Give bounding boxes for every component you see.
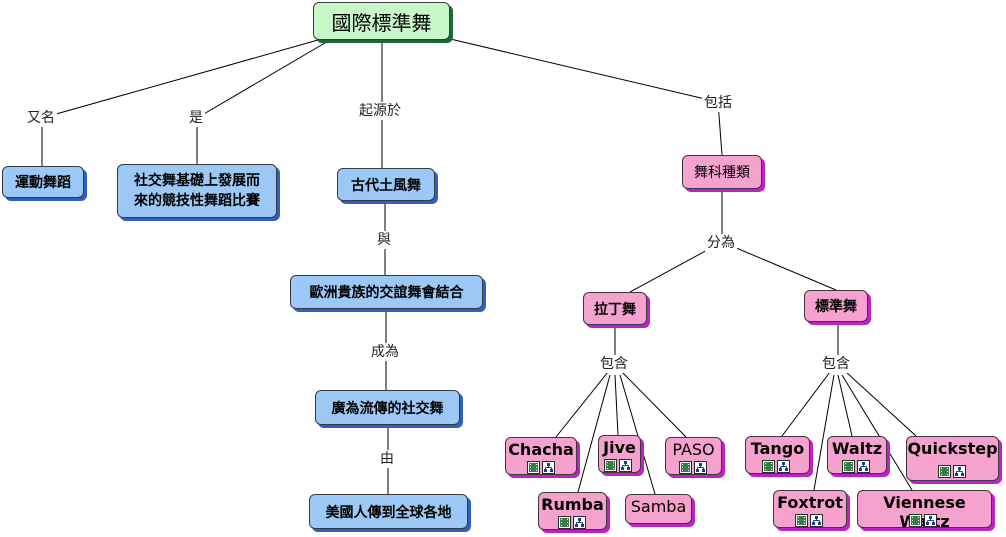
dance-node-quickstep[interactable]: Quickstep xyxy=(906,436,999,481)
film-icon[interactable] xyxy=(909,514,922,527)
hierarchy-icon[interactable] xyxy=(542,461,555,474)
hierarchy-icon[interactable] xyxy=(924,514,937,527)
link-root-is xyxy=(196,39,331,119)
film-icon[interactable] xyxy=(558,516,571,529)
dance-node-paso[interactable]: PASO xyxy=(665,437,722,475)
link-standard-viennese xyxy=(841,374,913,491)
dance-label: Foxtrot xyxy=(777,493,843,512)
link-label-by: 由 xyxy=(378,450,396,468)
film-icon[interactable] xyxy=(604,459,617,472)
definition-line-2: 來的競技性舞蹈比賽 xyxy=(134,193,260,209)
hierarchy-icon[interactable] xyxy=(810,514,823,527)
dance-node-jive[interactable]: Jive xyxy=(598,435,641,473)
link-latin-rumba xyxy=(577,374,611,493)
link-latin-samba xyxy=(619,374,656,495)
dance-node-foxtrot[interactable]: Foxtrot xyxy=(773,490,847,528)
link-standard-foxtrot xyxy=(813,374,835,491)
dance-node-samba[interactable]: Samba xyxy=(625,494,692,524)
hierarchy-icon[interactable] xyxy=(694,461,707,474)
definition-node[interactable]: 社交舞基礎上發展而 來的競技性舞蹈比賽 xyxy=(117,164,277,218)
dance-node-viennese-waltz[interactable]: Viennese Waltz xyxy=(857,490,992,531)
american-node[interactable]: 美國人傳到全球各地 xyxy=(309,494,468,529)
dance-label: Jive xyxy=(603,438,636,457)
dance-node-rumba[interactable]: Rumba xyxy=(538,492,607,530)
link-latin-chacha xyxy=(555,371,609,438)
link-label-is: 是 xyxy=(187,109,205,127)
european-node[interactable]: 歐洲貴族的交誼舞會結合 xyxy=(290,275,483,309)
link-label-contains-standard: 包含 xyxy=(820,355,852,373)
dance-label: PASO xyxy=(672,440,715,459)
link-label-divided: 分為 xyxy=(705,234,737,252)
categories-node[interactable]: 舞科種類 xyxy=(682,155,762,189)
link-label-became: 成為 xyxy=(369,343,401,361)
hierarchy-icon[interactable] xyxy=(857,460,870,473)
link-label-contains-latin: 包含 xyxy=(598,355,630,373)
standard-node[interactable]: 標準舞 xyxy=(804,290,868,322)
film-icon[interactable] xyxy=(795,514,808,527)
film-icon[interactable] xyxy=(762,460,775,473)
hierarchy-icon[interactable] xyxy=(573,516,586,529)
film-icon[interactable] xyxy=(938,465,951,478)
film-icon[interactable] xyxy=(842,460,855,473)
dance-node-chacha[interactable]: Chacha xyxy=(505,437,577,475)
film-icon[interactable] xyxy=(527,461,540,474)
popular-node[interactable]: 廣為流傳的社交舞 xyxy=(315,390,460,425)
link-root-includes xyxy=(445,37,719,103)
hierarchy-icon[interactable] xyxy=(777,460,790,473)
link-label-includes: 包括 xyxy=(702,94,734,112)
link-standard-tango xyxy=(781,371,831,437)
link-root-alias xyxy=(41,39,319,119)
hierarchy-icon[interactable] xyxy=(953,465,966,478)
link-standard-quickstep xyxy=(845,371,917,437)
definition-line-1: 社交舞基礎上發展而 xyxy=(134,173,260,189)
dance-label: Tango xyxy=(750,439,805,458)
dance-node-waltz[interactable]: Waltz xyxy=(827,436,887,474)
link-label-origin: 起源於 xyxy=(357,102,403,120)
link-label-alias: 又名 xyxy=(25,109,57,127)
dance-label: Quickstep xyxy=(907,439,998,458)
dance-label: Samba xyxy=(630,497,687,516)
ancient-node[interactable]: 古代土風舞 xyxy=(337,168,435,201)
alias-node[interactable]: 運動舞蹈 xyxy=(2,166,84,198)
link-latin-jive xyxy=(614,374,619,436)
dance-label: Rumba xyxy=(541,495,604,514)
film-icon[interactable] xyxy=(679,461,692,474)
link-label-with: 與 xyxy=(375,231,393,249)
root-node[interactable]: 國際標準舞 xyxy=(313,2,450,40)
link-latin-paso xyxy=(621,371,687,438)
hierarchy-icon[interactable] xyxy=(619,459,632,472)
dance-node-tango[interactable]: Tango xyxy=(745,436,810,474)
dance-label: Waltz xyxy=(831,439,883,458)
link-divided-standard xyxy=(721,241,837,291)
dance-label: Chacha xyxy=(508,440,574,459)
link-standard-waltz xyxy=(837,374,853,437)
latin-node[interactable]: 拉丁舞 xyxy=(583,292,647,325)
